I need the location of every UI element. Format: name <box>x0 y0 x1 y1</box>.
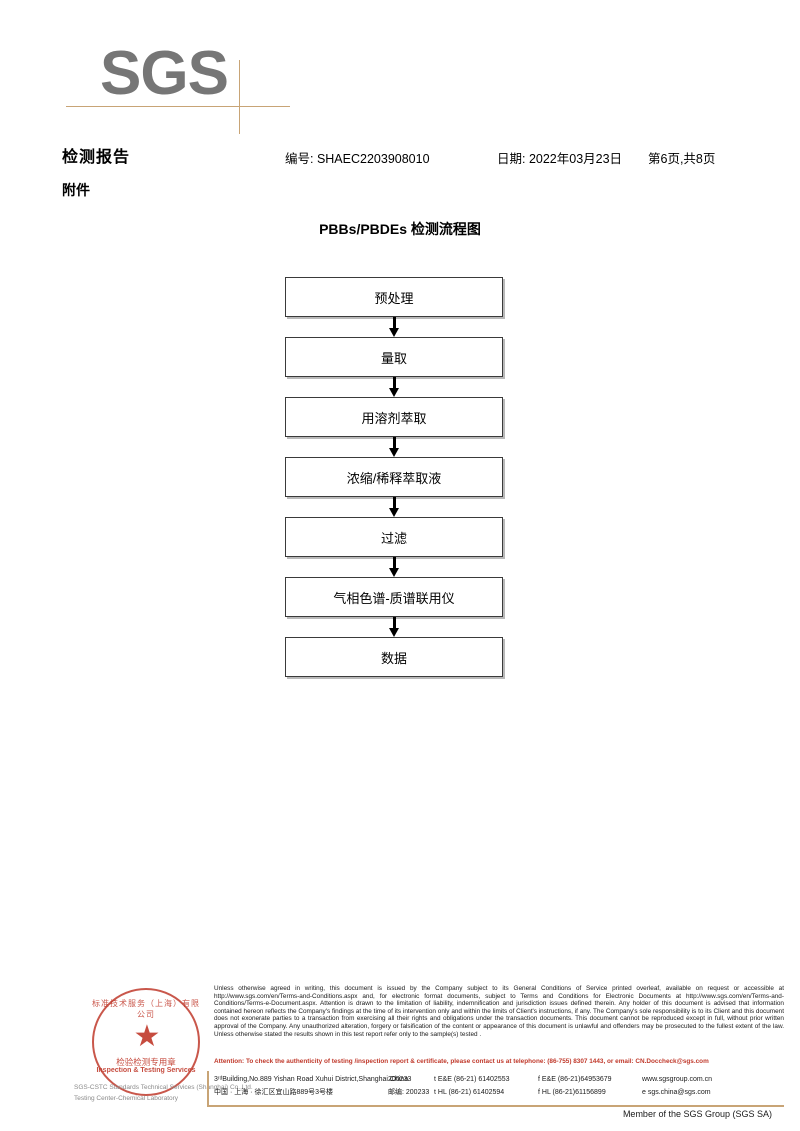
flow-step-3: 用溶剂萃取 <box>285 397 503 437</box>
logo-horizontal-rule <box>66 106 290 107</box>
arrow-head-icon <box>389 328 399 337</box>
attention-notice: Attention: To check the authenticity of … <box>214 1058 709 1065</box>
tel-hl: t HL (86-21) 61402594 <box>434 1089 505 1096</box>
stamp-company-line1: SGS-CSTC Standards Technical Services (S… <box>74 1084 253 1091</box>
flow-step-1: 预处理 <box>285 277 503 317</box>
company-address-block: 3ʳᵈBuilding,No.889 Yishan Road Xuhui Dis… <box>214 1073 784 1099</box>
flow-step-6: 气相色谱-质谱联用仪 <box>285 577 503 617</box>
arrow-shaft <box>392 557 396 570</box>
flow-box-label: 数据 <box>285 637 503 677</box>
footer-vertical-divider <box>207 1071 209 1105</box>
email-link[interactable]: e sgs.china@sgs.com <box>642 1089 711 1096</box>
report-number: 编号: SHAEC2203908010 <box>285 152 430 166</box>
flow-box-label: 预处理 <box>285 277 503 317</box>
arrow-shaft <box>392 377 396 390</box>
flow-arrow-4 <box>285 497 503 517</box>
flow-arrow-5 <box>285 557 503 577</box>
logo-vertical-rule <box>239 60 240 134</box>
flow-arrow-3 <box>285 437 503 457</box>
address-row-en: 3ʳᵈBuilding,No.889 Yishan Road Xuhui Dis… <box>214 1073 784 1086</box>
flowchart: 预处理 量取 用溶剂萃取 浓缩/稀释萃取液 过滤 <box>285 277 503 677</box>
website-link[interactable]: www.sgsgroup.com.cn <box>642 1076 713 1083</box>
flow-step-5: 过滤 <box>285 517 503 557</box>
flow-arrow-1 <box>285 317 503 337</box>
flow-box-label: 量取 <box>285 337 503 377</box>
legal-terms-text: Unless otherwise agreed in writing, this… <box>214 985 784 1038</box>
arrow-head-icon <box>389 508 399 517</box>
arrow-shaft <box>392 617 396 630</box>
flow-box-label: 气相色谱-质谱联用仪 <box>285 577 503 617</box>
postcode-en: 200233 <box>388 1076 412 1083</box>
logo-wordmark: SGS <box>100 39 229 108</box>
address-row-cn: 中国 · 上海 · 徐汇区宜山路889号3号楼 邮编: 200233 t HL … <box>214 1086 784 1099</box>
arrow-shaft <box>392 437 396 450</box>
arrow-head-icon <box>389 628 399 637</box>
stamp-circle-icon <box>92 988 200 1096</box>
fax-ee: f E&E (86-21)64953679 <box>538 1076 612 1083</box>
page-footer: 标准技术服务（上海）有限公司 ★ 检验检测专用章 Inspection & Te… <box>0 978 800 1131</box>
inspection-stamp: 标准技术服务（上海）有限公司 ★ 检验检测专用章 Inspection & Te… <box>74 984 253 1110</box>
flow-box-label: 浓缩/稀释萃取液 <box>285 457 503 497</box>
arrow-head-icon <box>389 388 399 397</box>
arrow-head-icon <box>389 568 399 577</box>
tel-ee: t E&E (86-21) 61402553 <box>434 1076 510 1083</box>
address-en: 3ʳᵈBuilding,No.889 Yishan Road Xuhui Dis… <box>214 1076 409 1083</box>
postcode-cn: 邮编: 200233 <box>388 1089 430 1096</box>
stamp-en-label: Inspection & Testing Services <box>96 1067 196 1074</box>
report-date: 日期: 2022年03月23日 <box>497 152 623 166</box>
arrow-head-icon <box>389 448 399 457</box>
flow-step-2: 量取 <box>285 337 503 377</box>
flow-box-label: 过滤 <box>285 517 503 557</box>
member-text: Member of the SGS Group (SGS SA) <box>622 1109 772 1119</box>
stamp-cn-label: 检验检测专用章 <box>116 1057 176 1067</box>
flow-arrow-6 <box>285 617 503 637</box>
star-icon: ★ <box>133 1020 161 1053</box>
fax-hl: f HL (86-21)61156899 <box>538 1089 606 1096</box>
footer-horizontal-divider <box>207 1105 784 1107</box>
page-title: 检测报告 <box>62 149 131 166</box>
page-indicator: 第6页,共8页 <box>648 152 716 166</box>
flowchart-title: PBBs/PBDEs 检测流程图 <box>319 221 481 237</box>
stamp-company-line2: Testing Center-Chemical Laboratory <box>74 1095 179 1102</box>
stamp-arc-text: 标准技术服务（上海）有限公司 <box>92 999 200 1019</box>
flow-step-7: 数据 <box>285 637 503 677</box>
arrow-shaft <box>392 497 396 510</box>
arrow-shaft <box>392 317 396 330</box>
address-cn: 中国 · 上海 · 徐汇区宜山路889号3号楼 <box>214 1089 334 1096</box>
flow-step-4: 浓缩/稀释萃取液 <box>285 457 503 497</box>
sgs-logo: SGS <box>66 38 340 134</box>
flow-arrow-2 <box>285 377 503 397</box>
flow-box-label: 用溶剂萃取 <box>285 397 503 437</box>
attachment-label: 附件 <box>62 182 90 198</box>
